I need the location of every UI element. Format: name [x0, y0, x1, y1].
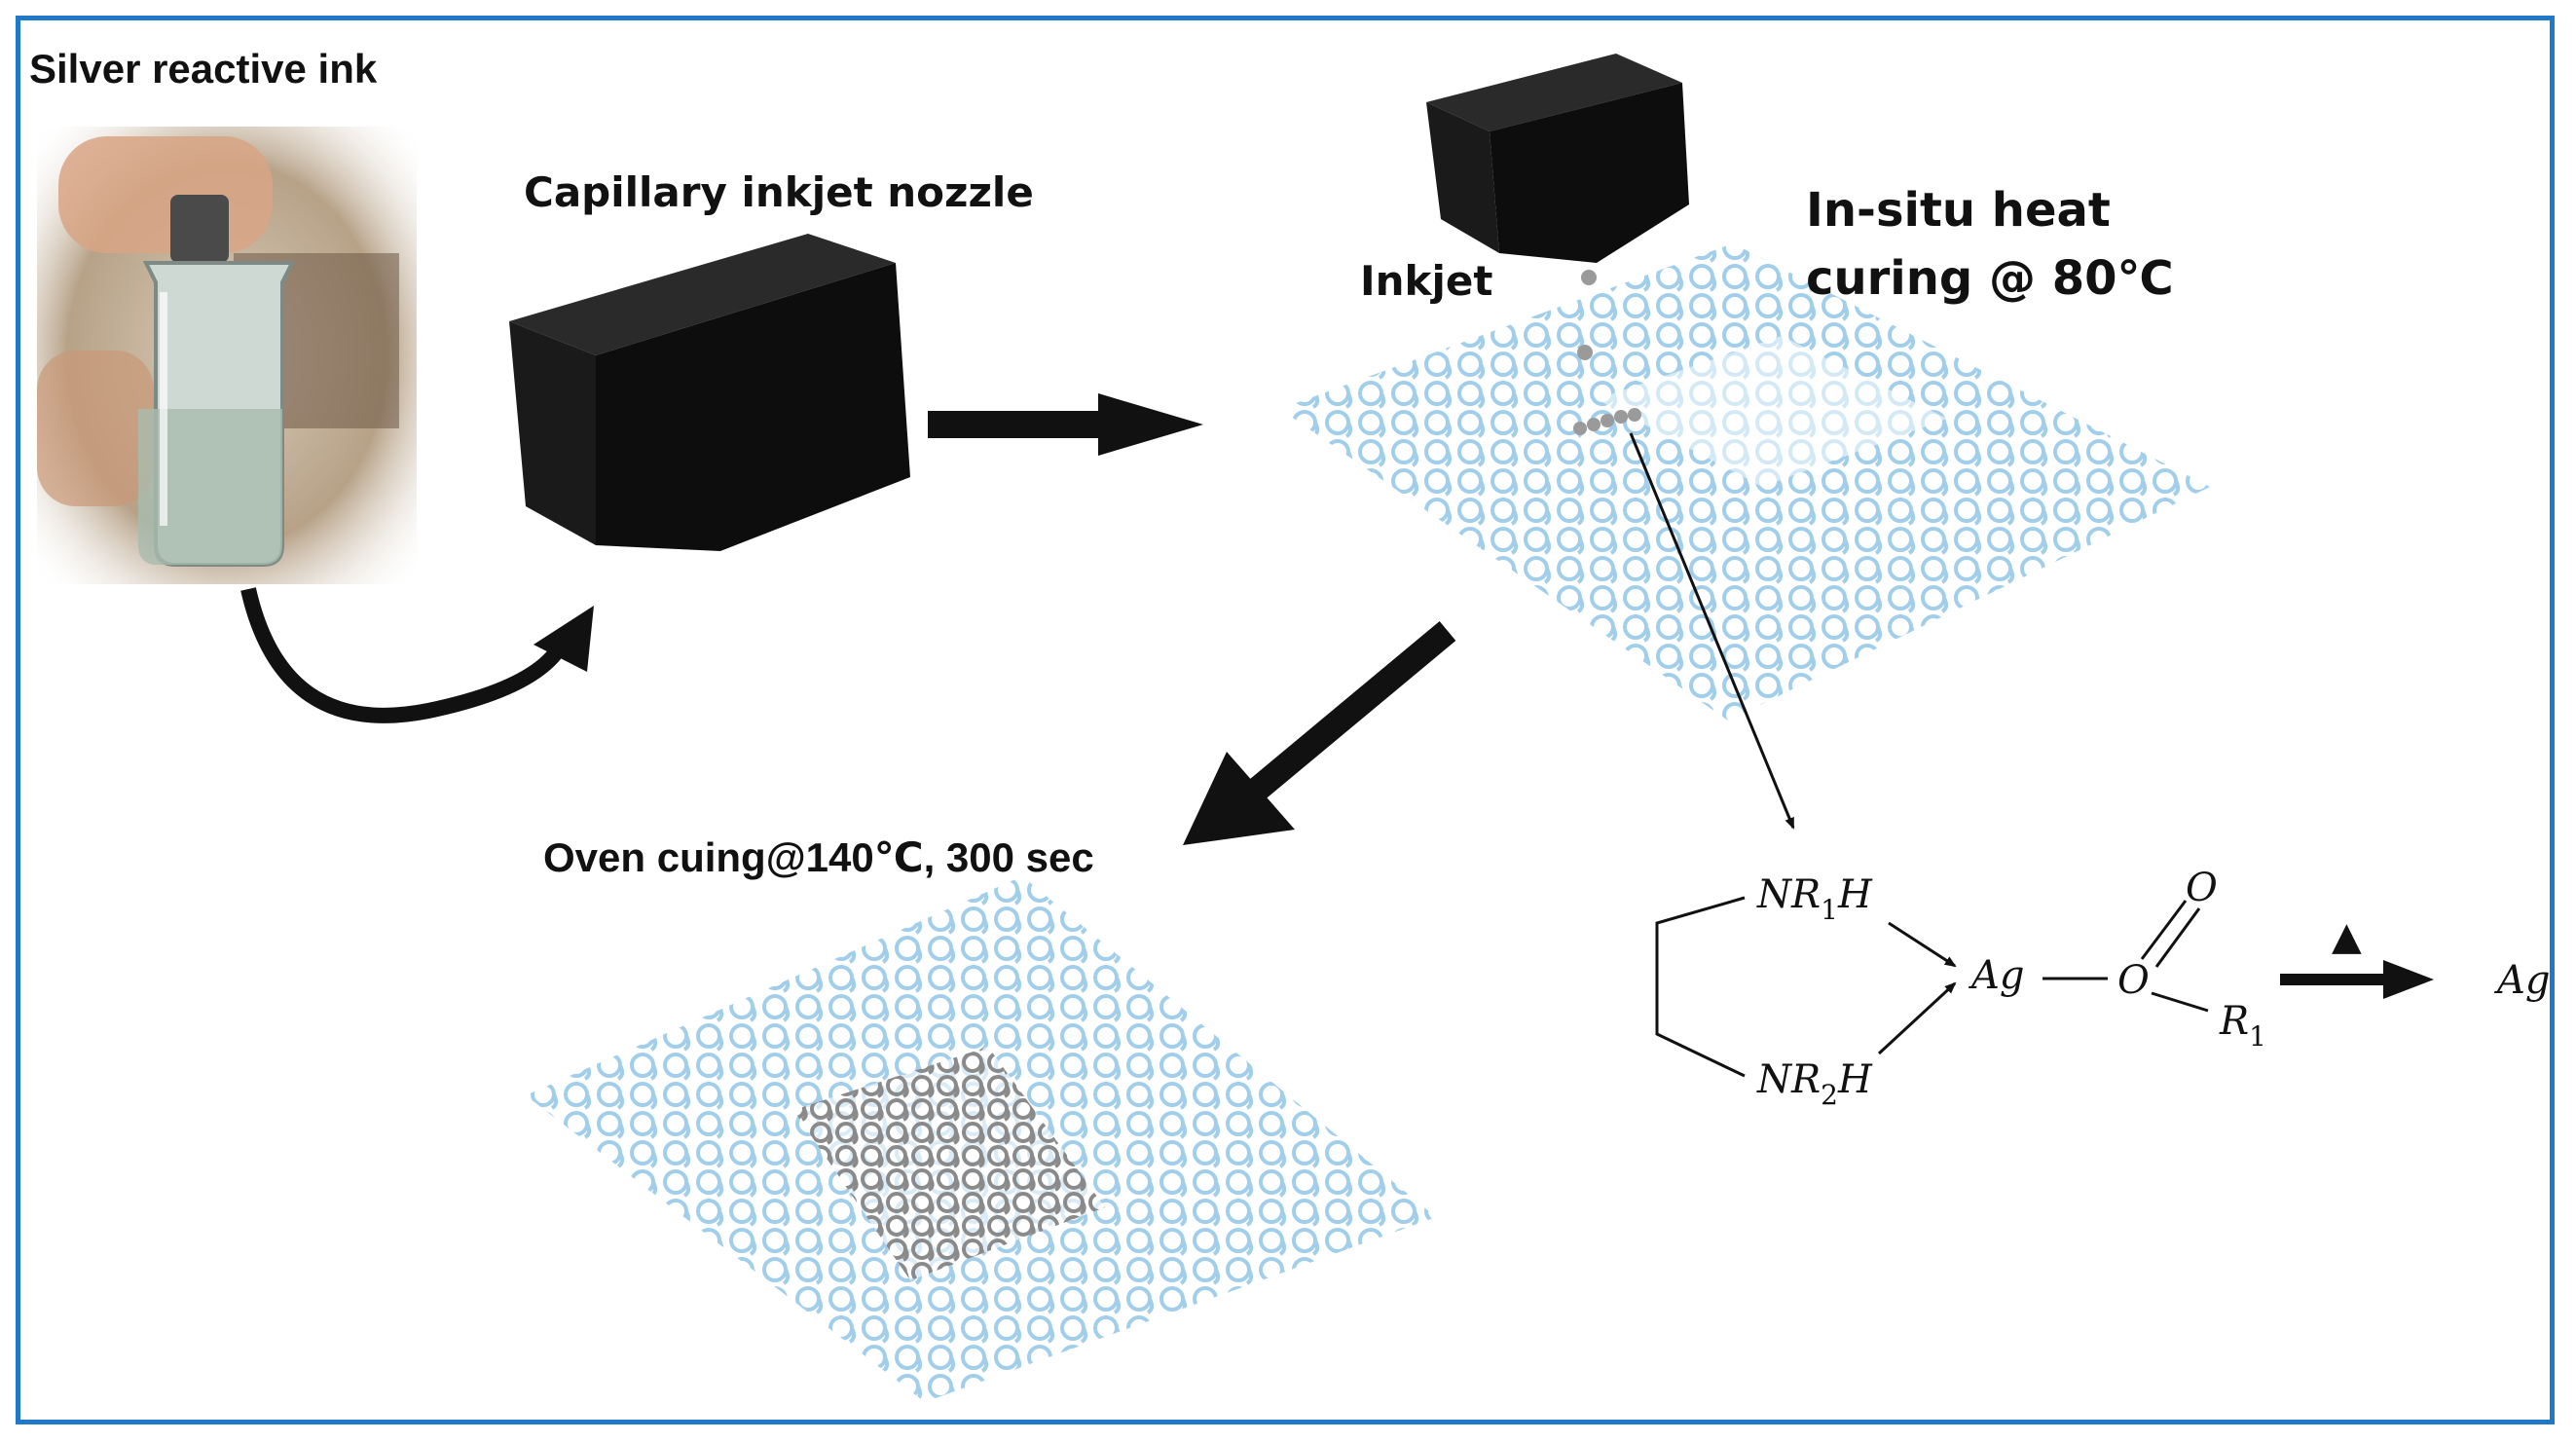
- heat-symbol: ▲: [2332, 914, 2362, 959]
- oxygen-single: O: [2117, 958, 2150, 1003]
- fabric-insitu: [1280, 243, 2210, 721]
- print-arrow: [928, 393, 1203, 456]
- amine-2: NR2H: [1756, 1057, 1873, 1111]
- oven-label: Oven cuing@140℃, 300 sec: [543, 834, 1094, 880]
- detail-pointer-arrow: [1629, 432, 1795, 830]
- r-group: R1: [2219, 999, 2266, 1053]
- silver-center: Ag: [1968, 953, 2025, 998]
- insitu-label-line1: In-situ heat: [1806, 183, 2111, 238]
- inkjet-label: Inkjet: [1360, 257, 1492, 305]
- reaction-scheme: NR1H NR2H Ag O O R1 ▲ Ag: [1655, 866, 2551, 1111]
- oxygen-double: O: [2186, 866, 2218, 910]
- printed-silver-trace: [793, 1047, 1105, 1280]
- ink-vial-photo: [37, 127, 417, 584]
- amine-1: NR1H: [1756, 872, 1873, 926]
- ink-droplets: [1573, 270, 1641, 435]
- nozzle-label: Capillary inkjet nozzle: [524, 168, 1034, 216]
- fabric-oven-cured: [526, 876, 1436, 1402]
- inkjet-nozzle-small: [1426, 54, 1689, 263]
- oven-arrow: [1183, 621, 1456, 845]
- ink-label: Silver reactive ink: [29, 46, 378, 92]
- silver-product: Ag: [2493, 958, 2551, 1003]
- capillary-nozzle-block: [509, 234, 910, 551]
- transfer-arrow: [240, 587, 594, 723]
- insitu-label-line2: curing @ 80℃: [1806, 251, 2174, 306]
